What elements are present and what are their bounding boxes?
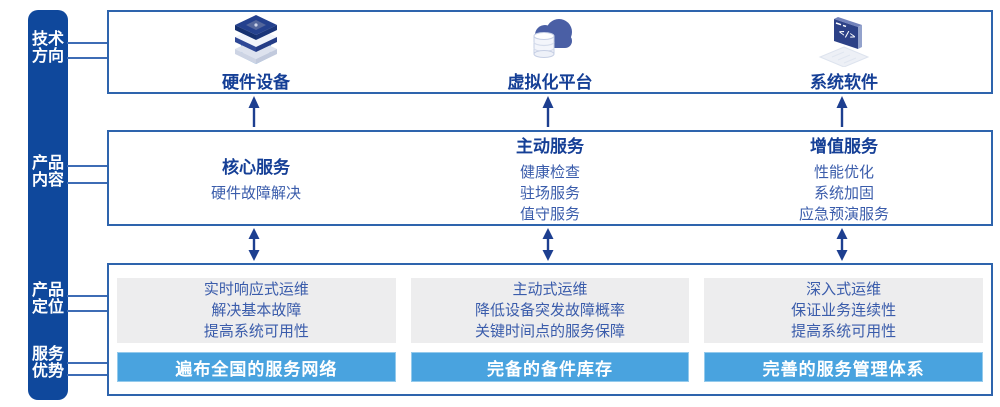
service-item: 健康检查	[519, 163, 580, 181]
advantage-banner: 完备的备件库存	[410, 352, 690, 382]
positioning-panel: 深入式运维 保证业务连续性 提高系统可用性	[704, 278, 984, 344]
positioning-panel: 实时响应式运维 解决基本故障 提高系统可用性	[117, 278, 396, 344]
connector-line	[67, 42, 108, 44]
service-item: 驻场服务	[519, 184, 580, 202]
category-sidebar: 技术 方向 产品 内容 产品 定位 服务 优势	[28, 10, 68, 400]
connector-line	[67, 362, 108, 364]
connector-line	[67, 57, 108, 59]
positioning-advantage-box: 实时响应式运维 解决基本故障 提高系统可用性 遍布全国的服务网络 主动式运维 降…	[107, 263, 993, 396]
positioning-col-1: 实时响应式运维 解决基本故障 提高系统可用性 遍布全国的服务网络	[117, 278, 396, 382]
positioning-line: 解决基本故障	[211, 302, 302, 320]
connector-line	[67, 374, 108, 376]
service-col-core: 核心服务 硬件故障解决	[109, 132, 403, 224]
sidebar-item-tech-direction: 技术 方向	[31, 31, 64, 65]
connector-line	[67, 295, 108, 297]
tech-col-system-software: </> 系统软件	[697, 12, 991, 92]
advantage-banner: 遍布全国的服务网络	[117, 352, 396, 382]
positioning-line: 保证业务连续性	[791, 302, 897, 320]
sidebar-item-product-positioning: 产品 定位	[31, 282, 64, 316]
service-col-value-added: 增值服务 性能优化 系统加固 应急预演服务	[697, 132, 991, 224]
tech-label-hardware: 硬件设备	[222, 73, 290, 92]
code-window-icon: </>	[816, 11, 872, 68]
positioning-line: 提高系统可用性	[791, 323, 897, 341]
server-stack-icon	[228, 11, 284, 67]
cloud-database-icon	[522, 11, 578, 67]
positioning-line: 关键时间点的服务保障	[475, 323, 626, 341]
connector-line	[67, 310, 108, 312]
positioning-line: 实时响应式运维	[203, 281, 309, 299]
tech-label-virtualization: 虚拟化平台	[507, 73, 593, 92]
service-item: 值守服务	[519, 205, 580, 223]
service-item: 硬件故障解决	[210, 184, 301, 202]
sidebar-item-service-advantage: 服务 优势	[31, 346, 64, 380]
connector-line	[67, 182, 108, 184]
positioning-line: 主动式运维	[512, 281, 588, 299]
service-title: 增值服务	[810, 136, 878, 156]
positioning-panel: 主动式运维 降低设备突发故障概率 关键时间点的服务保障	[410, 278, 690, 344]
service-item: 系统加固	[813, 184, 874, 202]
advantage-banner: 完善的服务管理体系	[704, 352, 984, 382]
service-item: 性能优化	[813, 163, 874, 181]
positioning-line: 降低设备突发故障概率	[475, 302, 626, 320]
positioning-col-3: 深入式运维 保证业务连续性 提高系统可用性 完善的服务管理体系	[704, 278, 984, 382]
service-item: 应急预演服务	[798, 205, 889, 223]
sidebar-item-product-content: 产品 内容	[31, 155, 64, 189]
tech-direction-box: 硬件设备 虚拟化平台	[107, 10, 993, 94]
service-title: 主动服务	[516, 136, 584, 156]
positioning-line: 提高系统可用性	[203, 323, 309, 341]
positioning-col-2: 主动式运维 降低设备突发故障概率 关键时间点的服务保障 完备的备件库存	[410, 278, 690, 382]
tech-col-virtualization: 虚拟化平台	[403, 12, 697, 92]
tech-col-hardware: 硬件设备	[109, 12, 403, 92]
positioning-line: 深入式运维	[806, 281, 882, 299]
product-content-box: 核心服务 硬件故障解决 主动服务 健康检查 驻场服务 值守服务 增值服务 性能优…	[107, 130, 993, 226]
service-col-proactive: 主动服务 健康检查 驻场服务 值守服务	[403, 132, 697, 224]
connector-line	[67, 165, 108, 167]
tech-label-system-software: 系统软件	[810, 73, 878, 92]
service-title: 核心服务	[222, 157, 290, 177]
